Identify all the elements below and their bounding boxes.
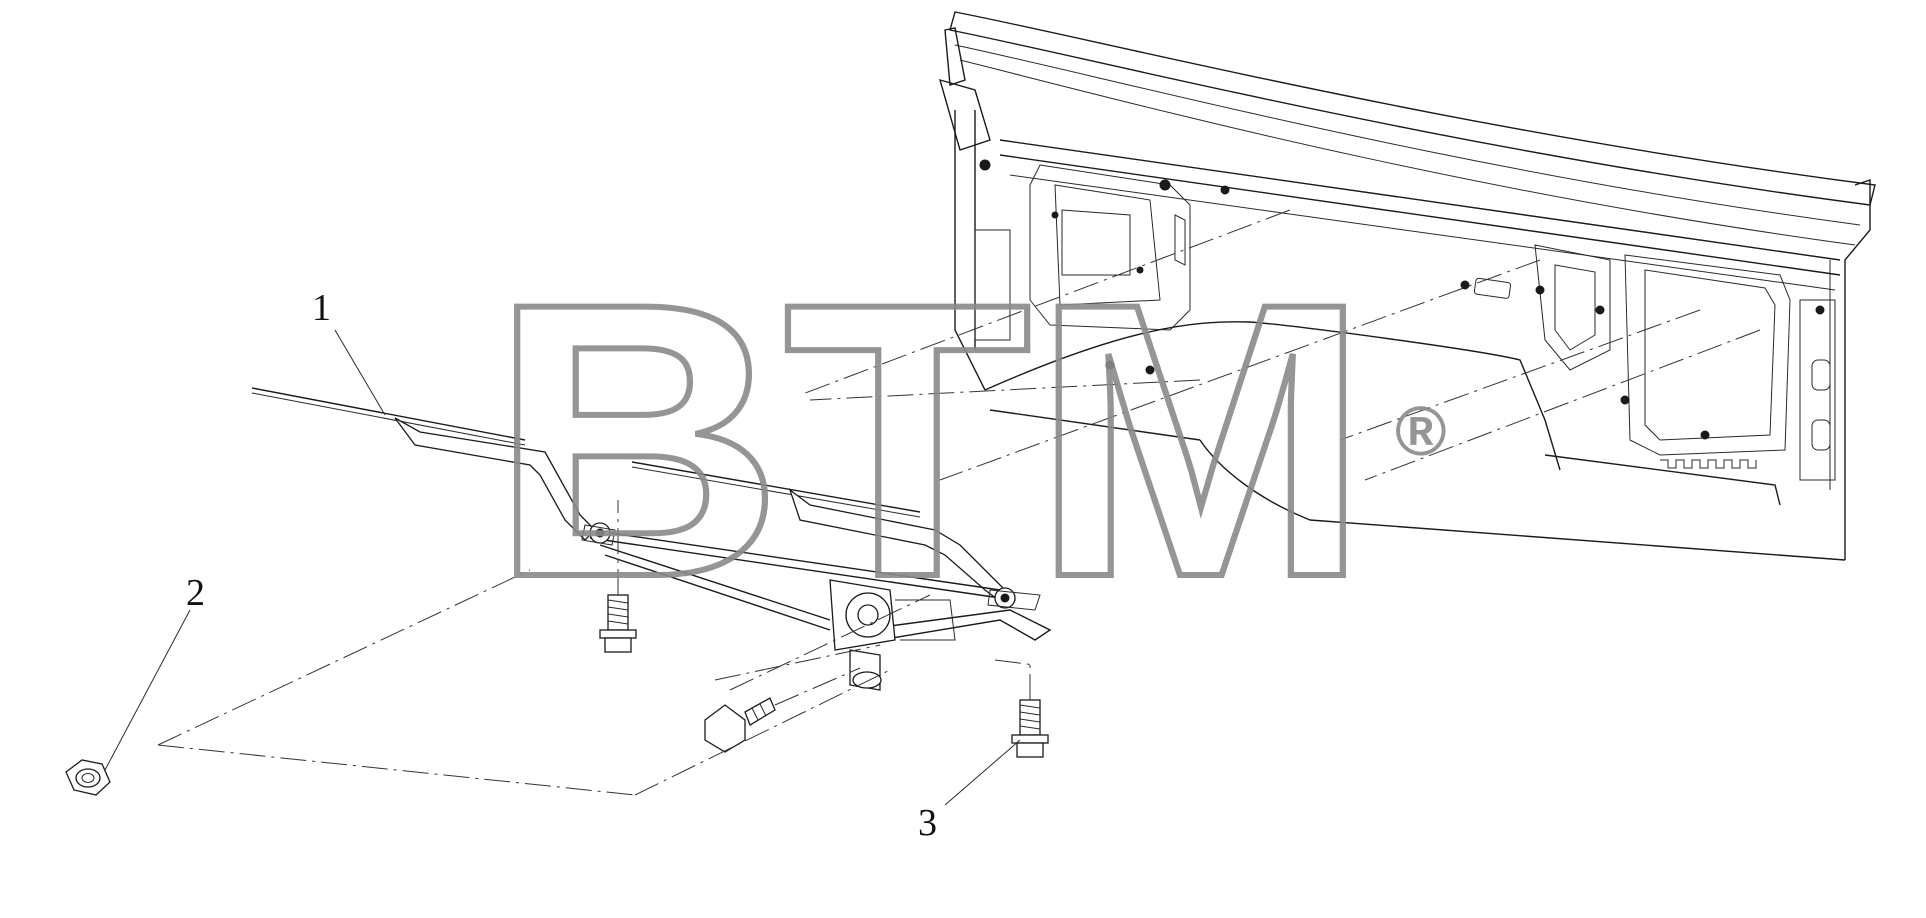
watermark-text: BTM bbox=[490, 222, 1370, 658]
bolt-right bbox=[1011, 660, 1049, 758]
callout-3: 3 bbox=[918, 802, 937, 844]
callout-1: 1 bbox=[312, 287, 331, 329]
cab-front-panel bbox=[799, 11, 1876, 561]
wiper-assembly bbox=[251, 387, 1052, 691]
callout-leaders bbox=[104, 329, 1021, 806]
watermark-registered-mark: ® bbox=[1395, 392, 1447, 470]
bolt-left bbox=[599, 500, 637, 653]
assembly-centerlines bbox=[157, 569, 1036, 796]
bolt-center bbox=[704, 667, 861, 753]
btm-watermark: BTM ® bbox=[487, 219, 1447, 661]
hex-nut bbox=[65, 759, 111, 796]
callout-2: 2 bbox=[186, 572, 205, 614]
